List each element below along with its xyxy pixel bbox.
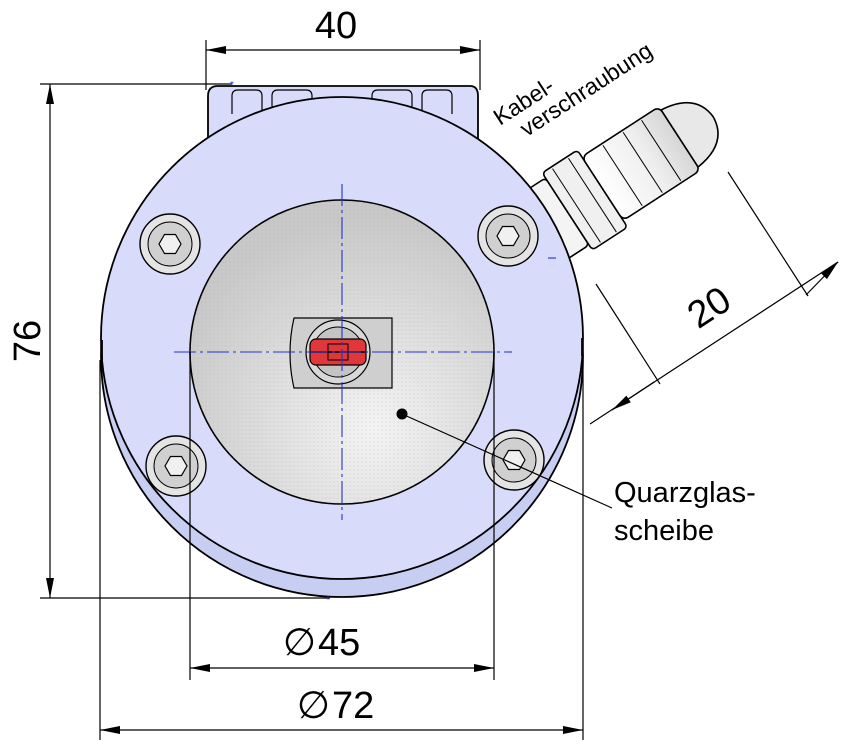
screw-bottom-right — [483, 429, 545, 491]
dimension-dia-72: ∅ 72 — [99, 360, 584, 740]
label-quartz-line1: Quarzglas- — [614, 477, 756, 509]
dimension-dia-45: ∅ 45 — [189, 352, 495, 680]
dimension-40: 40 — [205, 5, 481, 90]
screw-bottom-left — [145, 435, 207, 497]
dimension-72-label: 72 — [332, 685, 374, 727]
screw-top-left — [139, 213, 201, 275]
label-quartz-window: Quarzglas- scheibe — [396, 408, 756, 547]
dimension-40-label: 40 — [315, 5, 357, 47]
dimension-20-label: 20 — [680, 279, 738, 337]
dimension-45-symbol: ∅ — [283, 622, 316, 664]
dimension-45-label: 45 — [318, 622, 360, 664]
dimension-72-symbol: ∅ — [297, 685, 330, 727]
centerlines — [174, 184, 556, 520]
cable-gland — [510, 102, 719, 268]
dimension-76-label: 76 — [7, 320, 49, 362]
label-quartz-line2: scheibe — [614, 515, 714, 547]
svg-text:*: * — [230, 80, 234, 91]
dimension-76: * * 76 — [7, 80, 330, 606]
sensor-element — [289, 317, 393, 389]
svg-text:*: * — [326, 595, 330, 606]
screw-top-right — [477, 205, 539, 267]
